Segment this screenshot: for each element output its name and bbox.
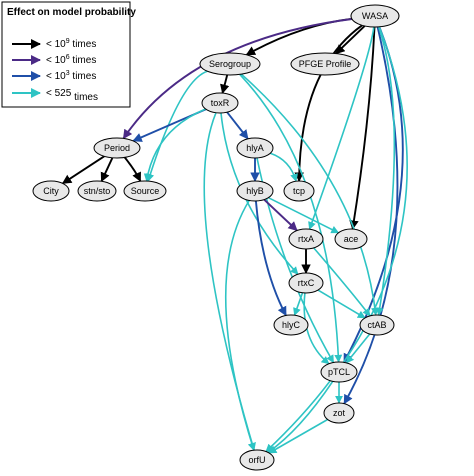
node-toxr[interactable]: toxR [201, 92, 239, 114]
node-orfu[interactable]: orfU [239, 449, 275, 471]
edge-toxr-to-hlya [226, 111, 249, 140]
node-serogroup[interactable]: Serogroup [199, 52, 261, 76]
edge-period-to-stnsto [100, 157, 114, 183]
edge-wasa-to-tcp [294, 24, 363, 182]
svg-text:< 109 times: < 109 times [46, 38, 96, 50]
legend: Effect on model probability < 109 times … [1, 1, 136, 108]
edge-hlyb-to-orfu [224, 200, 256, 451]
node-hlyb[interactable]: hlyB [236, 180, 274, 202]
node-hlyc[interactable]: hlyC [273, 314, 309, 336]
edge-period-to-source [123, 156, 142, 183]
svg-text:< 106 times: < 106 times [46, 54, 96, 66]
svg-text:Period: Period [104, 143, 130, 153]
edge-wasa-to-rtxa [308, 26, 375, 230]
edge-serogroup-to-source [146, 70, 208, 182]
node-city[interactable]: City [32, 180, 70, 202]
node-ptcl[interactable]: pTCL [320, 361, 358, 383]
svg-text:ctAB: ctAB [367, 320, 386, 330]
node-pfge-profile[interactable]: PFGE Profile [290, 52, 360, 76]
node-period[interactable]: Period [93, 137, 141, 159]
edge-wasa-to-zot [343, 26, 399, 405]
svg-text:hlyA: hlyA [246, 143, 264, 153]
edge-rtxa-to-ctab [313, 247, 371, 317]
svg-text:< 525 times: < 525 times [46, 88, 98, 103]
edge-hlyb-to-rtxa [263, 198, 298, 232]
edge-toxr-to-orfu [203, 112, 256, 451]
svg-text:Serogroup: Serogroup [209, 59, 251, 69]
svg-text:ace: ace [344, 234, 359, 244]
edge-hlya-to-tcp [270, 152, 298, 182]
node-ctab[interactable]: ctAB [359, 314, 395, 336]
node-wasa[interactable]: WASA [350, 4, 400, 28]
svg-text:toxR: toxR [211, 98, 230, 108]
svg-text:orfU: orfU [248, 455, 265, 465]
edge-wasa-to-ace [349, 26, 376, 230]
edge-zot-to-orfu [268, 418, 328, 454]
svg-text:rtxC: rtxC [298, 278, 315, 288]
svg-text:< 103 times: < 103 times [46, 70, 96, 82]
legend-item: < 106 times [12, 54, 96, 66]
edge-toxr-to-source [143, 108, 206, 182]
svg-text:zot: zot [333, 408, 346, 418]
legend-item: < 103 times [12, 70, 96, 82]
node-rtxa[interactable]: rtxA [288, 228, 324, 250]
edge-serogroup-to-ctab [240, 73, 379, 316]
svg-text:hlyB: hlyB [246, 186, 264, 196]
edge-rtxc-to-ptcl [303, 292, 330, 365]
svg-text:rtxA: rtxA [298, 234, 314, 244]
node-source[interactable]: Source [123, 180, 167, 202]
edge-serogroup-to-toxr [220, 74, 230, 95]
edge-wasa-to-pfge [335, 25, 366, 55]
edge-hlyb-to-hlyc [254, 200, 287, 317]
svg-text:PFGE Profile: PFGE Profile [299, 59, 352, 69]
svg-text:WASA: WASA [362, 11, 388, 21]
edge-wasa-to-orfu [265, 26, 408, 453]
edge-hlyb-to-ace [268, 196, 340, 234]
edge-rtxc-to-hlyc [293, 292, 304, 316]
node-stn-sto[interactable]: stn/sto [77, 180, 117, 202]
svg-text:Source: Source [131, 186, 160, 196]
node-rtxc[interactable]: rtxC [288, 272, 324, 294]
node-tcp[interactable]: tcp [283, 180, 315, 202]
svg-text:hlyC: hlyC [282, 320, 301, 330]
edge-rtxc-to-ctab [317, 289, 366, 319]
legend-item: < 525 times [12, 88, 98, 103]
svg-text:pTCL: pTCL [328, 367, 350, 377]
node-ace[interactable]: ace [334, 228, 368, 250]
node-hlya[interactable]: hlyA [236, 137, 274, 159]
edge-wasa-to-ctab [375, 26, 396, 316]
nodes-layer: WASA Serogroup PFGE Profile toxR Period … [32, 4, 400, 471]
edge-ctab-to-ptcl [345, 333, 371, 364]
edge-wasa-to-period [122, 18, 353, 140]
svg-text:City: City [43, 186, 59, 196]
node-zot[interactable]: zot [323, 402, 355, 424]
legend-item: < 109 times [12, 38, 96, 50]
edge-period-to-city [61, 155, 105, 185]
legend-title: Effect on model probability [7, 7, 136, 18]
svg-text:tcp: tcp [293, 186, 305, 196]
svg-text:stn/sto: stn/sto [84, 186, 111, 196]
